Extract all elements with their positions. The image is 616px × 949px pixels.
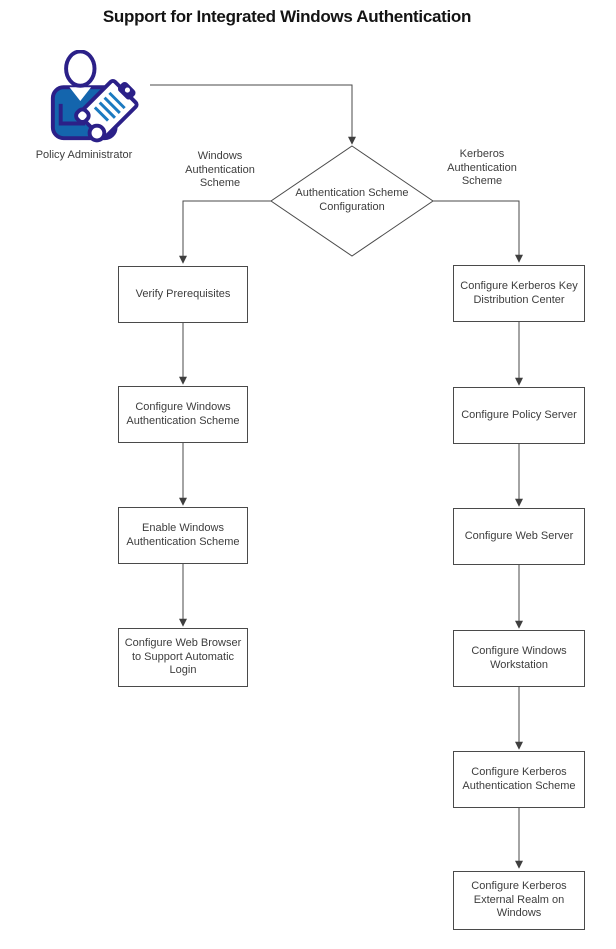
- step-box-configure-windows-auth-scheme: Configure Windows Authentication Scheme: [118, 386, 248, 443]
- clipboard-text-lines: [93, 91, 126, 122]
- clipboard-badge-circle: [87, 123, 107, 143]
- connector-decision-to-kerberos: [433, 200, 523, 263]
- step-box-configure-policy-server: Configure Policy Server: [453, 387, 585, 444]
- decision-label: Authentication Scheme Configuration: [295, 187, 409, 213]
- connector-decision-to-windows: [179, 200, 271, 264]
- hand-shape: [74, 107, 91, 124]
- actor-label: Policy Administrator: [35, 149, 133, 161]
- connector-actor-to-decision: [150, 84, 356, 145]
- collar-shape: [69, 87, 92, 101]
- clipboard: [74, 78, 139, 143]
- step-box-configure-kerberos-external-realm: Configure Kerberos External Realm on Win…: [453, 871, 585, 930]
- policy-administrator-icon: [50, 50, 139, 143]
- step-box-configure-web-browser: Configure Web Browser to Support Automat…: [118, 628, 248, 687]
- step-box-enable-windows-auth-scheme: Enable Windows Authentication Scheme: [118, 507, 248, 564]
- step-box-verify-prerequisites: Verify Prerequisites: [118, 266, 248, 323]
- diagram-title: Support for Integrated Windows Authentic…: [102, 7, 472, 26]
- branch-label-kerberos: Kerberos Authentication Scheme: [447, 148, 517, 187]
- step-box-configure-kdc: Configure Kerberos Key Distribution Cent…: [453, 265, 585, 322]
- decision-diamond: [270, 145, 434, 257]
- branch-label-windows: Windows Authentication Scheme: [185, 150, 255, 189]
- step-box-configure-windows-workstation: Configure Windows Workstation: [453, 630, 585, 687]
- arm-line: [58, 103, 86, 126]
- step-box-configure-kerberos-auth-scheme: Configure Kerberos Authentication Scheme: [453, 751, 585, 808]
- person-head: [64, 50, 97, 88]
- step-box-configure-web-server: Configure Web Server: [453, 508, 585, 565]
